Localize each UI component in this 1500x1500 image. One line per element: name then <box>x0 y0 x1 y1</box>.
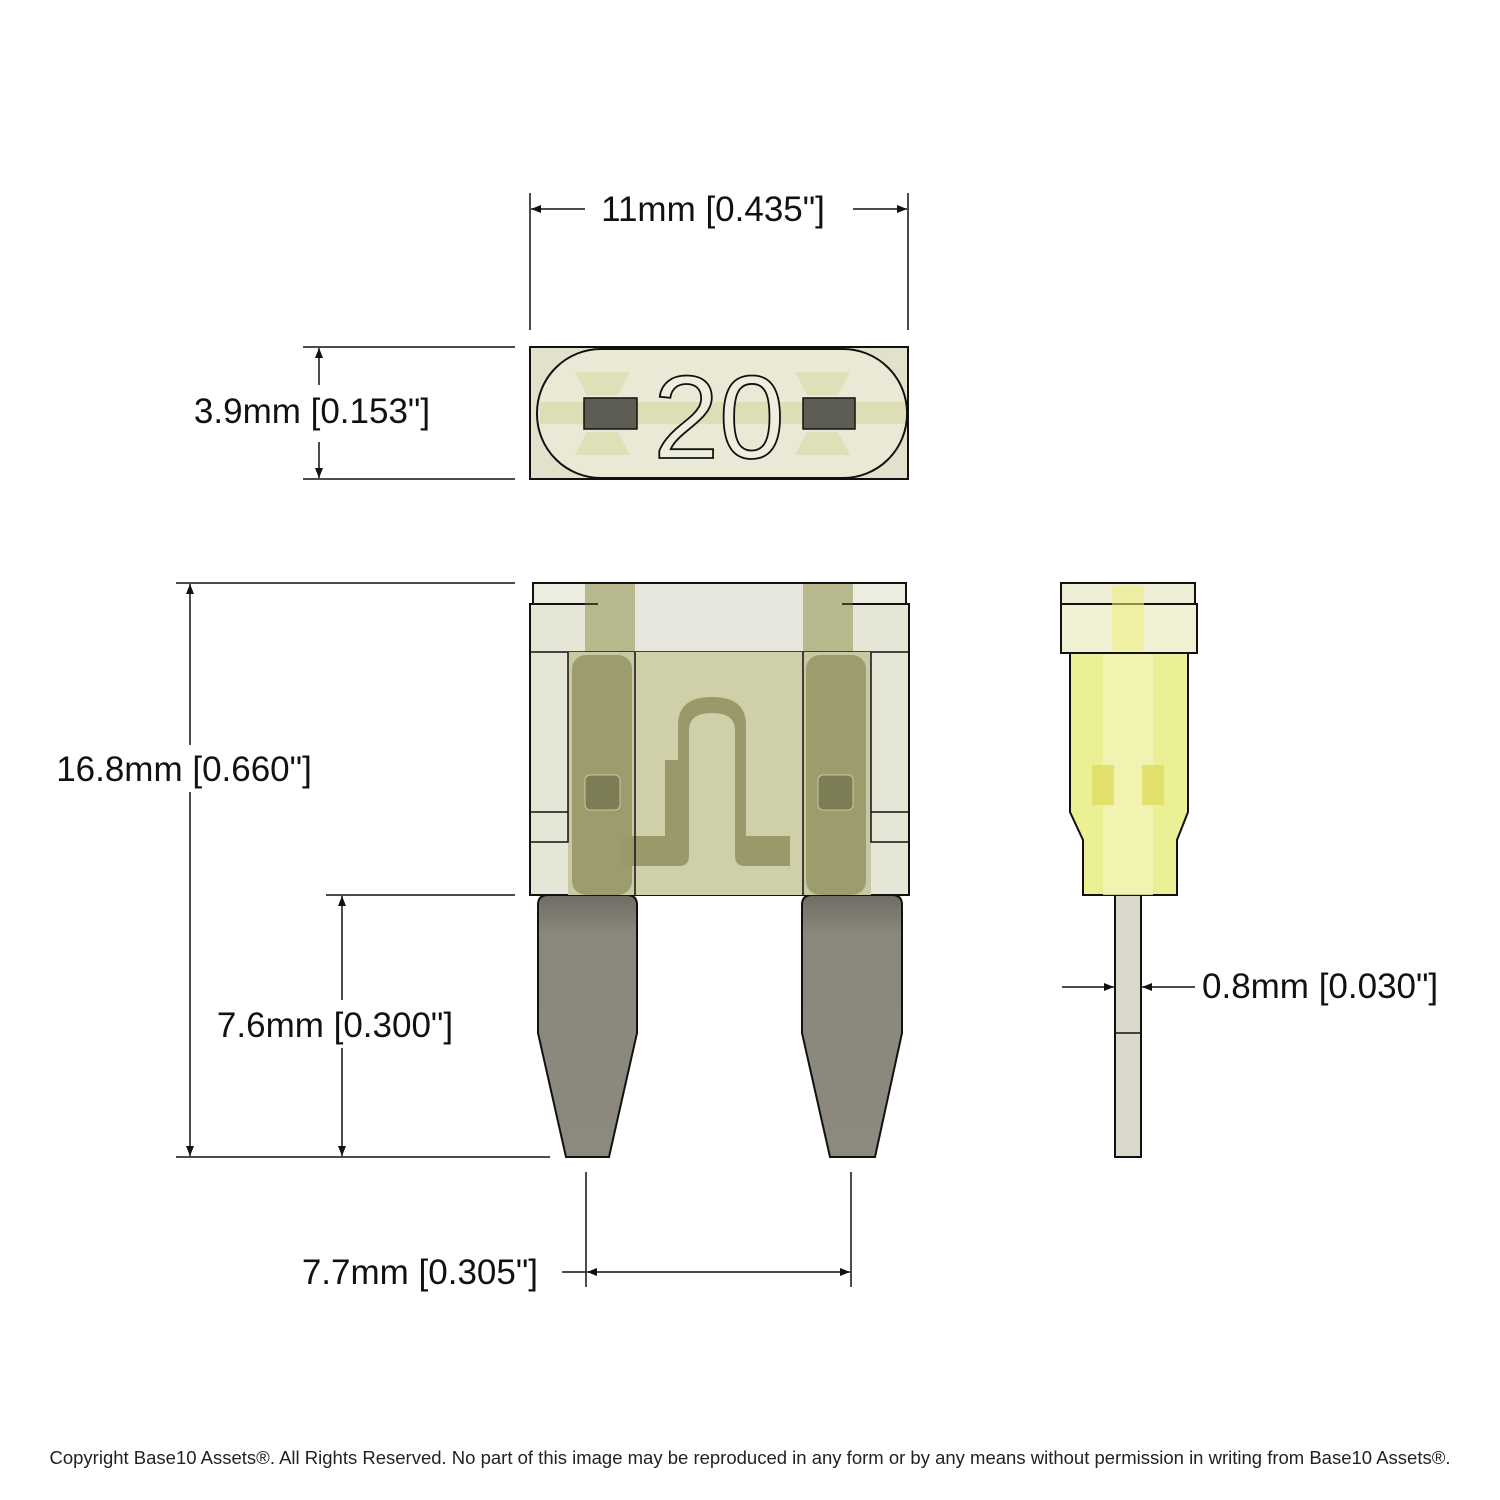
terminal-shadows <box>575 372 850 455</box>
fuse-element <box>620 697 790 866</box>
cap-center <box>635 584 803 652</box>
right-rivet <box>817 774 854 811</box>
blade-length-dimension: 7.6mm [0.300"] <box>217 894 515 1156</box>
width-label: 11mm [0.435"] <box>601 190 825 229</box>
copyright-notice: Copyright Base10 Assets®. All Rights Res… <box>49 1447 1451 1468</box>
side-rivet-left <box>1092 765 1114 805</box>
left-blade <box>537 894 638 1158</box>
overall-height-dimension: 16.8mm [0.660"] <box>56 582 550 1158</box>
right-blade <box>801 894 903 1158</box>
thickness-label: 3.9mm [0.153"] <box>194 392 430 431</box>
left-rivet <box>584 774 621 811</box>
width-dimension: 11mm [0.435"] <box>529 190 909 330</box>
left-terminal-top <box>585 584 635 652</box>
blade-spacing-dimension: 7.7mm [0.305"] <box>302 1172 852 1292</box>
thickness-dimension: 3.9mm [0.153"] <box>194 346 515 480</box>
overall-height-label: 16.8mm [0.660"] <box>56 750 312 789</box>
side-cap-strip <box>1112 585 1144 651</box>
blade-spacing-label: 7.7mm [0.305"] <box>302 1253 538 1292</box>
right-terminal-top <box>803 584 853 652</box>
blade-length-label: 7.6mm [0.300"] <box>217 1006 453 1045</box>
top-view: 20 <box>529 346 909 485</box>
side-rivet-right <box>1142 765 1164 805</box>
blade-thickness-label: 0.8mm [0.030"] <box>1202 967 1438 1006</box>
left-blade-slot <box>583 397 638 430</box>
amp-rating-label: 20 <box>653 352 784 484</box>
right-blade-slot <box>802 397 856 430</box>
side-view <box>1060 582 1198 1158</box>
front-view <box>529 582 910 1158</box>
side-blade <box>1114 894 1142 1158</box>
blade-thickness-dimension: 0.8mm [0.030"] <box>1062 967 1438 1006</box>
